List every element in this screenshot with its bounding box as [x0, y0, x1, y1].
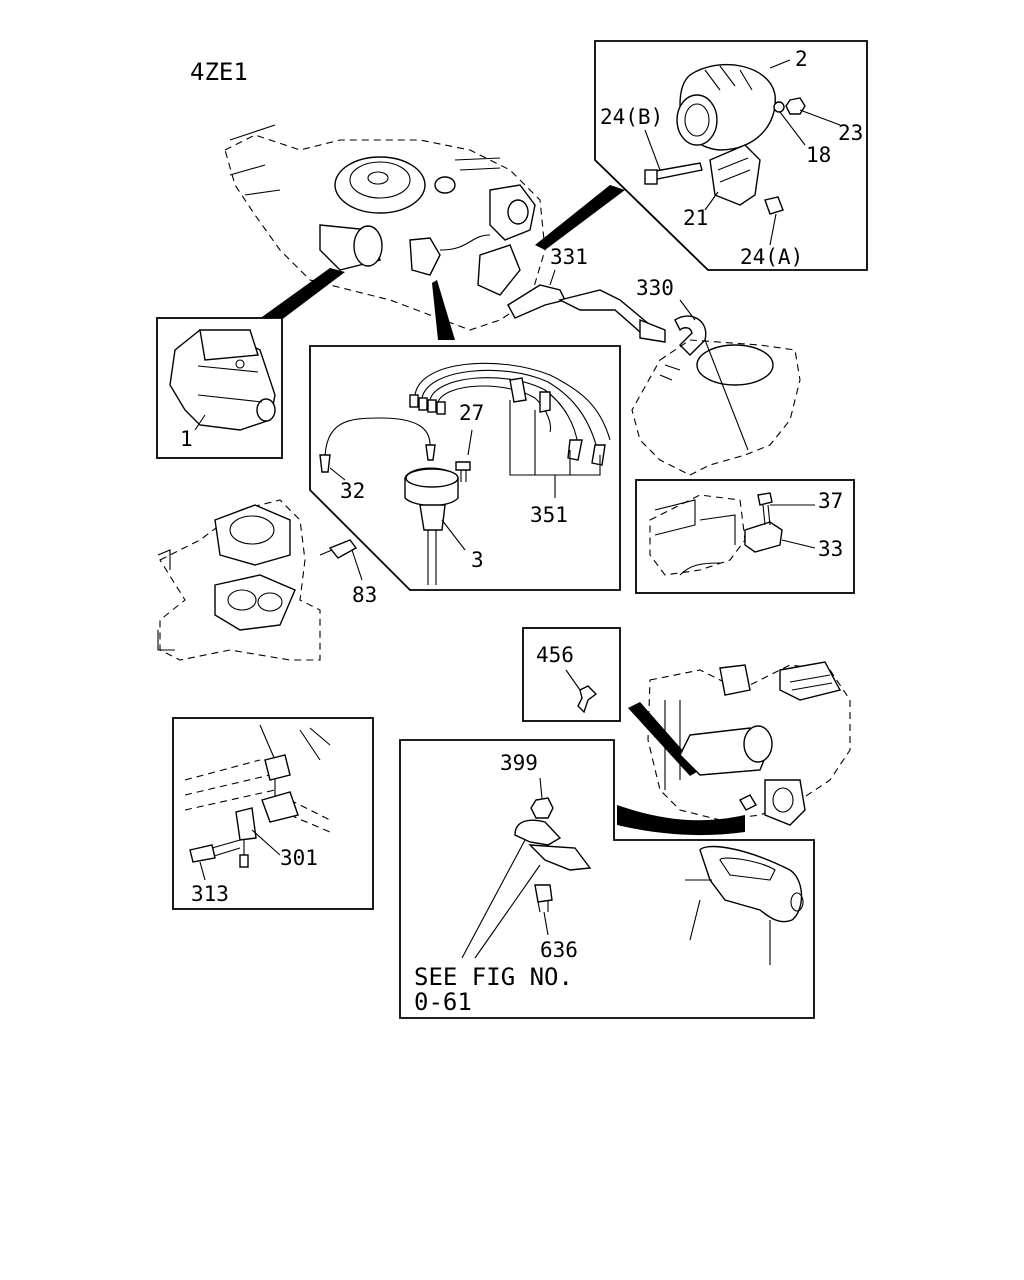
callout-27: 27 [459, 401, 484, 425]
sensor-301-inset: 301 313 [172, 717, 374, 910]
callout-21: 21 [683, 206, 708, 230]
sensor-bracket-inset: 37 33 [635, 479, 855, 594]
alternator-inset: 2 23 18 24(B) 21 24(A) [594, 40, 868, 271]
pointer-to-bracket [617, 805, 745, 836]
starter-inset: 1 [156, 317, 283, 459]
callout-24b: 24(B) [600, 105, 663, 129]
callout-33: 33 [818, 537, 843, 561]
distributor-inset: 27 32 351 3 [309, 345, 621, 591]
callout-399: 399 [500, 751, 538, 775]
callout-636: 636 [540, 938, 578, 962]
callout-1: 1 [180, 427, 193, 451]
callout-301: 301 [280, 846, 318, 870]
bracket-inset: 399 636 SEE FIG NO. 0-61 [399, 739, 815, 1019]
callout-18: 18 [806, 143, 831, 167]
callout-37: 37 [818, 489, 843, 513]
callout-313: 313 [191, 882, 229, 906]
engine-assembly-illustration [224, 124, 546, 331]
pointer-to-alternator [535, 185, 625, 250]
callout-330: 330 [636, 276, 674, 300]
throttle-body-illustration: 83 [157, 499, 377, 661]
pointer-to-distributor [432, 280, 455, 340]
callout-2: 2 [795, 47, 808, 71]
callout-331: 331 [550, 245, 588, 269]
callout-456: 456 [536, 643, 574, 667]
see-fig-note-line2: 0-61 [414, 988, 472, 1016]
callout-3: 3 [471, 548, 484, 572]
callout-351: 351 [530, 503, 568, 527]
callout-23: 23 [838, 121, 863, 145]
engine-code-title: 4ZE1 [190, 58, 248, 86]
engine-detail-illustration [647, 661, 851, 826]
callout-83: 83 [352, 583, 377, 607]
callout-24a: 24(A) [740, 245, 803, 269]
pointer-to-starter [255, 268, 345, 330]
clip-inset: 456 [522, 627, 621, 722]
hose-assembly: 331 330 [507, 245, 707, 356]
callout-32: 32 [340, 479, 365, 503]
intake-illustration [631, 339, 801, 476]
see-fig-note-line1: SEE FIG NO. [414, 963, 573, 991]
